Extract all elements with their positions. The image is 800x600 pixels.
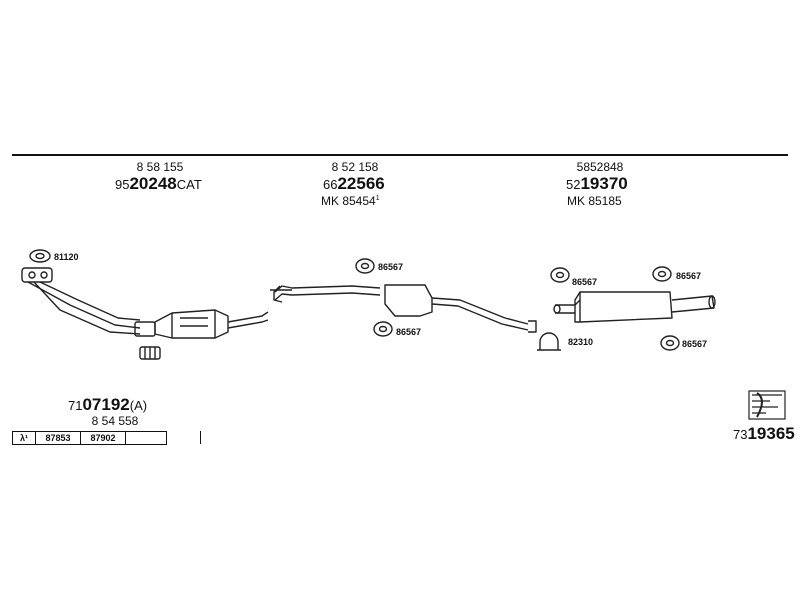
rubber-hanger-icon	[355, 258, 375, 274]
label-82310: 82310	[568, 337, 594, 347]
front-pipe-icon	[21, 267, 156, 337]
group3-ref: 5852848	[576, 160, 624, 174]
group1-ref: 8 58 155	[136, 160, 184, 174]
pipe-clamp-icon	[537, 332, 561, 351]
group3-code: 5219370	[566, 174, 628, 193]
label-86567-rear-left: 86567	[572, 277, 598, 287]
table-cell: 87853	[35, 431, 81, 445]
top-divider-line	[12, 154, 788, 156]
label-86567-rear-right: 86567	[676, 271, 702, 281]
label-86567-front-upper: 86567	[378, 262, 404, 272]
rubber-hanger-icon	[652, 266, 672, 282]
gasket-81120-icon	[29, 249, 51, 263]
catalog-stamp-icon	[748, 390, 786, 420]
bottom-left-ref: 8 54 558	[91, 414, 139, 428]
bottom-left-code: 7107192(A)	[68, 395, 148, 414]
bottom-right-code: 7319365	[733, 424, 795, 443]
reference-table: λ¹ 87853 87902	[12, 431, 167, 445]
label-86567-front-lower: 86567	[396, 327, 422, 337]
label-81120: 81120	[54, 252, 79, 262]
front-silencer-pipe-icon	[273, 284, 537, 333]
group2-ref: 8 52 158	[331, 160, 379, 174]
group2-mk: MK 854541	[321, 194, 380, 208]
table-row: λ¹ 87853 87902	[12, 431, 167, 445]
table-cell	[125, 431, 167, 445]
rubber-hanger-icon	[373, 321, 393, 337]
catalytic-converter-icon	[154, 309, 269, 339]
rubber-hanger-icon	[550, 267, 570, 283]
group3-mk: MK 85185	[567, 194, 622, 208]
table-cell: λ¹	[12, 431, 36, 445]
label-86567-rear-lower: 86567	[682, 339, 708, 349]
table-end-line	[200, 431, 201, 444]
group2-code: 6622566	[323, 174, 385, 193]
table-cell: 87902	[80, 431, 126, 445]
rear-silencer-icon	[553, 291, 716, 323]
mount-rubber-icon	[139, 346, 161, 360]
rubber-hanger-icon	[660, 335, 680, 351]
group1-code: 9520248CAT	[115, 174, 202, 193]
